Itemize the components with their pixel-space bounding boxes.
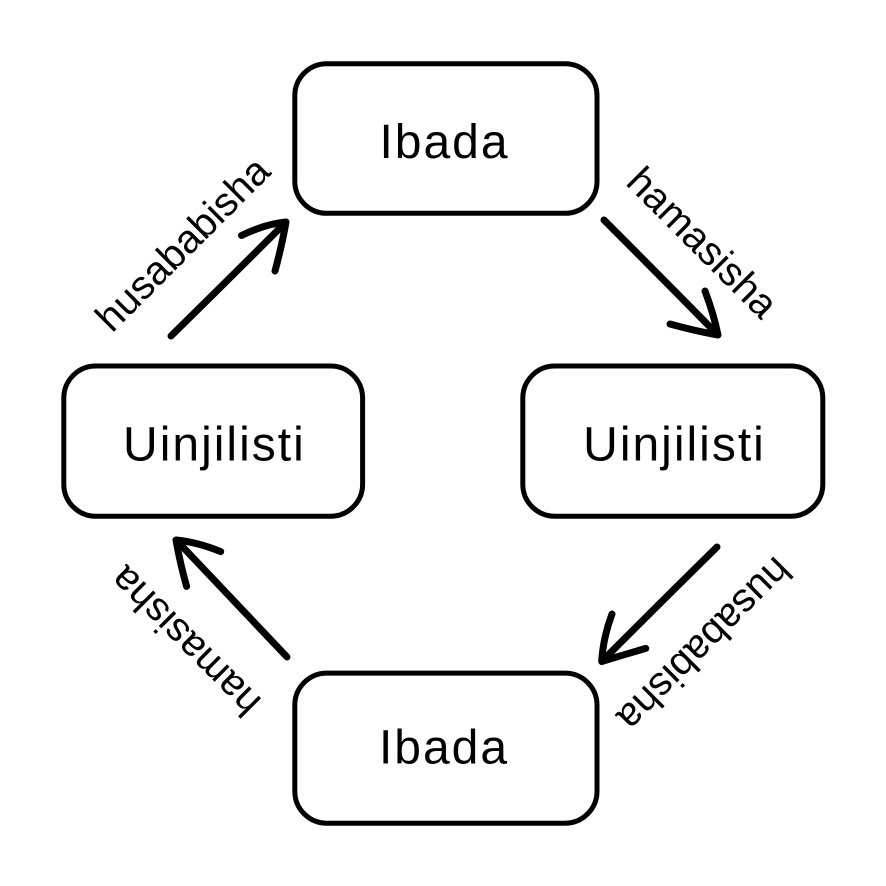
svg-text:Uinjilisti: Uinjilisti [123, 419, 306, 472]
svg-text:Ibada: Ibada [379, 722, 509, 775]
svg-text:Ibada: Ibada [379, 116, 509, 169]
svg-text:Uinjilisti: Uinjilisti [583, 419, 766, 472]
